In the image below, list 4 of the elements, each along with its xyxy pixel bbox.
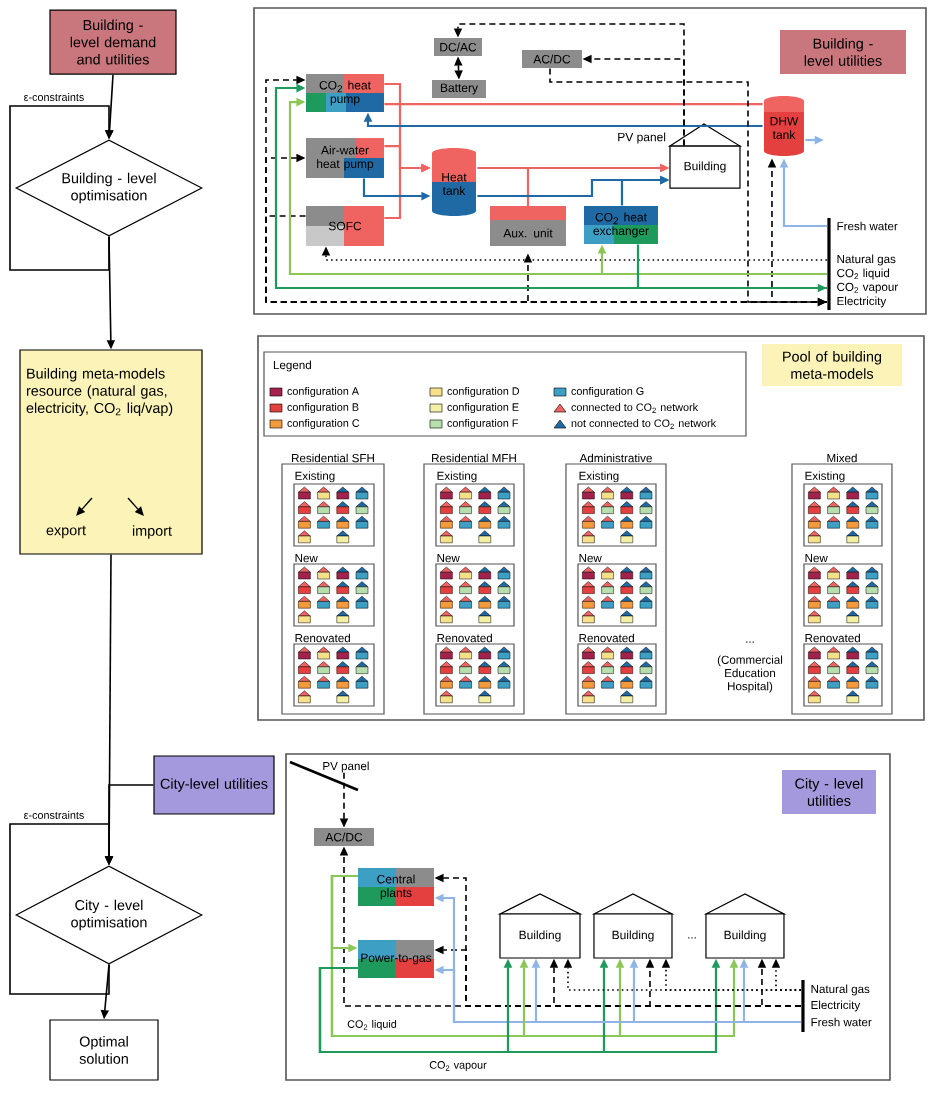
arrow (9, 105, 114, 271)
connector-line (384, 102, 763, 106)
arrow (265, 153, 828, 303)
arrow (9, 823, 114, 995)
